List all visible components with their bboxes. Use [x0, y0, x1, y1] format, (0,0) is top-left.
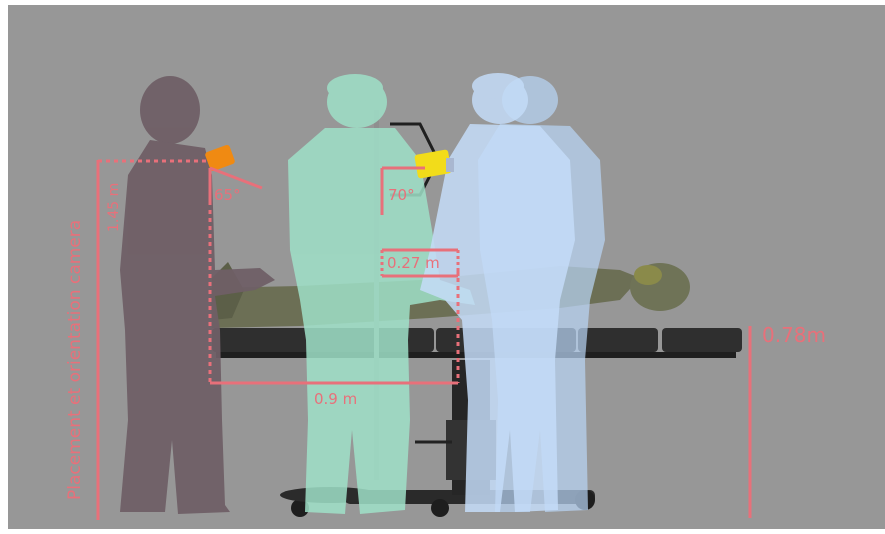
table-height-label: 0.78m: [762, 323, 826, 347]
distance-label: 0.9 m: [314, 390, 357, 408]
patient-face-highlight: [634, 265, 662, 285]
height-left-label: 1.45 m: [106, 183, 122, 232]
table-top-segment: [578, 328, 658, 352]
vertical-title: Placement et orientation camera: [65, 220, 85, 500]
offset-label: 0.27 m: [387, 254, 440, 272]
camera-right-lens: [446, 158, 454, 172]
figure-left-head: [140, 76, 200, 144]
table-wheel: [431, 499, 449, 517]
angle-left-label: 65°: [214, 186, 241, 204]
figure-middle-cap: [327, 74, 383, 102]
angle-right-label: 70°: [388, 186, 415, 204]
figure-right-front-cap: [472, 73, 524, 99]
table-top-segment: [662, 328, 742, 352]
